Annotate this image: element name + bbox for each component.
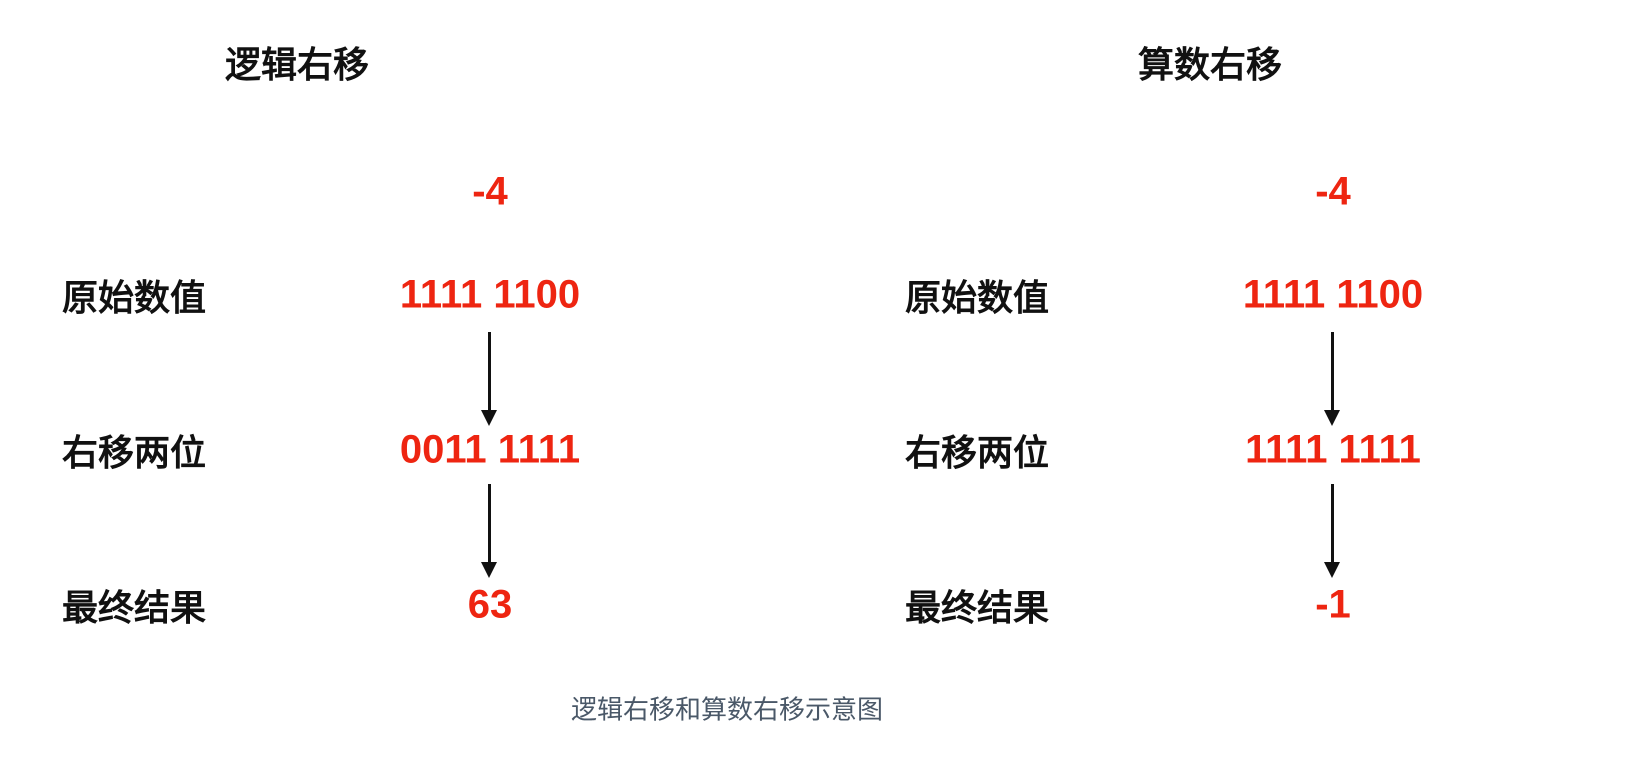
logical-row-value-original: 1111 1100 [399, 272, 581, 317]
arithmetic-row-label-original: 原始数值 [905, 278, 1050, 319]
arithmetic-row-label-result: 最终结果 [905, 588, 1050, 629]
logical-arrow-down-icon [481, 484, 497, 578]
arithmetic-input-value: -4 [1315, 169, 1351, 214]
logical-row-label-shifted: 右移两位 [62, 433, 207, 474]
logical-row-label-original: 原始数值 [62, 278, 207, 319]
arithmetic-row-label-shifted: 右移两位 [905, 433, 1050, 474]
logical-input-value: -4 [472, 169, 508, 214]
logical-shift-title: 逻辑右移 [224, 45, 370, 86]
arithmetic-shift-title: 算数右移 [1137, 45, 1283, 86]
logical-row-value-shifted: 0011 1111 [399, 427, 581, 472]
arithmetic-arrow-down-icon [1324, 484, 1340, 578]
logical-row-label-result: 最终结果 [62, 588, 207, 629]
logical-row-value-result: 63 [467, 582, 513, 627]
arithmetic-row-value-shifted: 1111 1111 [1245, 427, 1421, 472]
arithmetic-row-value-original: 1111 1100 [1242, 272, 1424, 317]
arithmetic-row-value-result: -1 [1315, 582, 1351, 627]
arithmetic-arrow-down-icon [1324, 332, 1340, 426]
figure-caption: 逻辑右移和算数右移示意图 [570, 695, 884, 726]
logical-arrow-down-icon [481, 332, 497, 426]
